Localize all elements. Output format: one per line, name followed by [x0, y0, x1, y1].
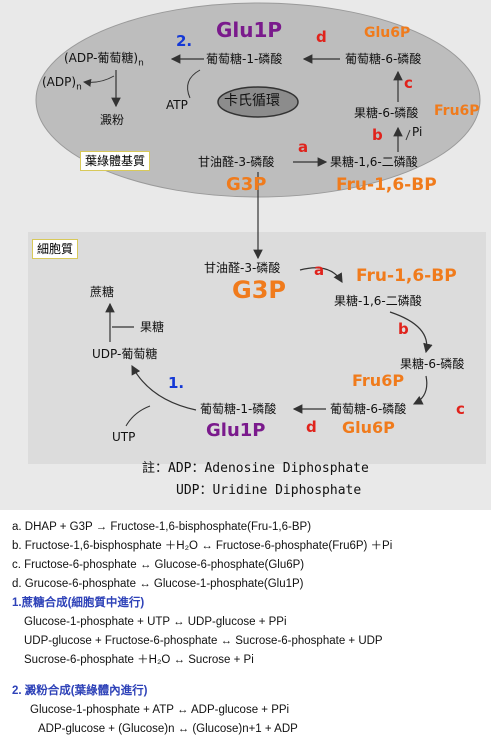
sucrose-equation-3: Sucrose-6-phosphate ＋H₂O ↔ Sucrose + Pi — [24, 654, 254, 666]
starch-label: 澱粉 — [100, 113, 125, 127]
footnote-udp: UDP：Uridine Diphosphate — [176, 483, 362, 498]
chloro-glu6p-abbr: Glu6P — [364, 25, 411, 41]
starch-equation-2: ADP-glucose + (Glucose)n ↔ (Glucose)n+1 … — [38, 723, 298, 735]
calvin-cycle-label: 卡氏循環 — [224, 93, 280, 109]
arrow-atp-in — [187, 69, 201, 99]
arrow-cyt-g3p-to-fbp — [299, 267, 343, 284]
cyt-step-c: c — [456, 400, 465, 418]
udp-glucose-label: UDP-葡萄糖 — [92, 347, 158, 361]
arrow-cyt-f6p-to-g6p — [412, 375, 428, 405]
stroma-label: 葉綠體基質 — [80, 151, 151, 172]
cyt-step-d: d — [306, 418, 317, 436]
chloro-step-b: b — [372, 126, 383, 144]
cyt-step-a: a — [314, 261, 325, 279]
cyt-fructose-6-phosphate: 果糖-6-磷酸 — [400, 357, 465, 371]
cyt-fructose-1-6-bisphosphate: 果糖-1,6-二磷酸 — [334, 294, 422, 308]
cyt-glyceraldehyde-3-phosphate: 甘油醛-3-磷酸 — [204, 261, 281, 275]
note-b: b. Fructose-1,6-bisphosphate ＋H₂O ↔ Fruc… — [12, 540, 393, 552]
sucrose-label: 蔗糖 — [90, 285, 115, 299]
note-a: a. DHAP + G3P → Fructose-1,6-bisphosphat… — [12, 521, 312, 533]
arrow-adp-out — [83, 75, 115, 87]
cyt-step-b: b — [398, 320, 409, 338]
cyt-fru6p-abbr: Fru6P — [352, 371, 405, 390]
arrow-pi-release — [405, 129, 411, 141]
pathway-figure: 2. Glu1P d Glu6P (ADP-葡萄糖)n 葡萄糖-1-磷酸 葡萄糖… — [0, 0, 491, 510]
chloro-pi: Pi — [412, 125, 423, 139]
chloro-adp-glucose-n: (ADP-葡萄糖)n — [64, 51, 144, 69]
cyt-glucose-6-phosphate: 葡萄糖-6-磷酸 — [330, 402, 407, 416]
chloro-fructose-6-phosphate: 果糖-6-磷酸 — [354, 106, 419, 120]
cytoplasm-label: 細胞質 — [32, 239, 79, 260]
cyt-glu1p-abbr: Glu1P — [206, 420, 266, 441]
fructose-label: 果糖 — [140, 320, 165, 334]
cyt-glucose-1-phosphate: 葡萄糖-1-磷酸 — [200, 402, 277, 416]
sucrose-route-number: 1. — [168, 374, 185, 392]
cytoplasm-panel — [28, 232, 486, 464]
arrow-utp-in — [125, 405, 151, 427]
chloro-step-c: c — [404, 74, 413, 92]
pathway-arrows — [28, 2, 486, 464]
sucrose-synthesis-heading: 1.蔗糖合成(細胞質中進行) — [12, 597, 145, 609]
footnote-adp: 註：ADP：Adenosine Diphosphate — [142, 461, 369, 476]
cyt-glu6p-abbr: Glu6P — [342, 418, 395, 437]
chloro-step-d: d — [316, 28, 327, 46]
chloro-glu1p-abbr: Glu1P — [216, 18, 283, 42]
reaction-notes: a. DHAP + G3P → Fructose-1,6-bisphosphat… — [0, 510, 491, 744]
chloro-glucose-6-phosphate: 葡萄糖-6-磷酸 — [345, 52, 422, 66]
chloro-fru16bp-abbr: Fru-1,6-BP — [336, 175, 437, 195]
chloro-glyceraldehyde-3-phosphate: 甘油醛-3-磷酸 — [198, 155, 275, 169]
chloro-g3p-abbr: G3P — [226, 174, 267, 195]
chloro-glucose-1-phosphate: 葡萄糖-1-磷酸 — [206, 52, 283, 66]
chloro-step-a: a — [298, 138, 309, 156]
sucrose-equation-1: Glucose-1-phosphate + UTP ↔ UDP-glucose … — [24, 616, 287, 628]
calvin-cycle-oval — [217, 86, 299, 118]
chloro-fructose-1-6-bisphosphate: 果糖-1,6-二磷酸 — [330, 155, 418, 169]
cyt-g3p-abbr: G3P — [232, 276, 286, 304]
starch-equation-1: Glucose-1-phosphate + ATP ↔ ADP-glucose … — [30, 704, 290, 716]
chloro-fru6p-abbr: Fru6P — [434, 103, 480, 119]
starch-synthesis-heading: 2. 澱粉合成(葉綠體內進行) — [12, 685, 148, 697]
sucrose-equation-2: UDP-glucose + Fructose-6-phosphate ↔ Suc… — [24, 635, 383, 647]
cyt-fru16bp-abbr: Fru-1,6-BP — [356, 266, 457, 286]
note-d: d. Grucose-6-phosphate ↔ Glucose-1-phosp… — [12, 578, 304, 590]
chloro-atp: ATP — [166, 98, 188, 112]
arrow-cyt-g1p-to-udpglc — [131, 364, 197, 411]
utp-label: UTP — [112, 430, 136, 444]
arrow-cyt-fbp-to-f6p — [389, 311, 433, 354]
chloro-adp: (ADP)n — [42, 75, 82, 93]
note-c: c. Fructose-6-phosphate ↔ Glucose-6-phos… — [12, 559, 305, 571]
starch-route-number: 2. — [176, 32, 193, 50]
